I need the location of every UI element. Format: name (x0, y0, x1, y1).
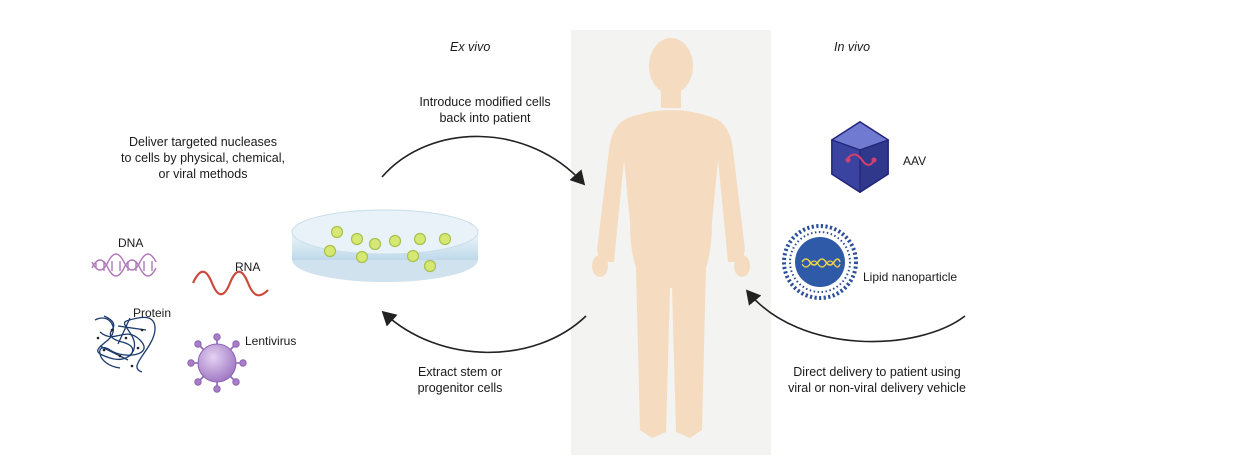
label-dna: DNA (118, 236, 144, 250)
label-aav: AAV (903, 154, 927, 168)
caption-extract: Extract stem or progenitor cells (417, 365, 503, 395)
caption-introduce: Introduce modified cells back into patie… (419, 95, 551, 125)
rna-strand-icon (192, 270, 269, 297)
label-protein: Protein (133, 306, 172, 320)
protein-structure-icon (94, 315, 156, 373)
heading-in-vivo: In vivo (834, 40, 871, 54)
label-rna: RNA (235, 260, 261, 274)
caption-direct: Direct delivery to patient using viral o… (788, 365, 966, 395)
dna-helix-icon (91, 253, 157, 277)
heading-ex-vivo: Ex vivo (450, 40, 491, 54)
label-lipid-nanoparticle: Lipid nanoparticle (863, 270, 958, 284)
cells (323, 225, 452, 273)
aav-capsid-icon (830, 120, 890, 194)
arrow-extract (381, 310, 587, 354)
arrow-introduce (381, 135, 586, 186)
caption-deliver: Deliver targeted nucleases to cells by p… (121, 135, 285, 181)
protein-dots (96, 328, 144, 368)
human-body-figure (592, 38, 750, 438)
lipid-nanoparticle-icon (782, 224, 858, 300)
label-lentivirus: Lentivirus (245, 334, 297, 348)
petri-dish (291, 209, 479, 282)
lentivirus-icon (187, 333, 247, 393)
arrow-direct (745, 289, 966, 343)
